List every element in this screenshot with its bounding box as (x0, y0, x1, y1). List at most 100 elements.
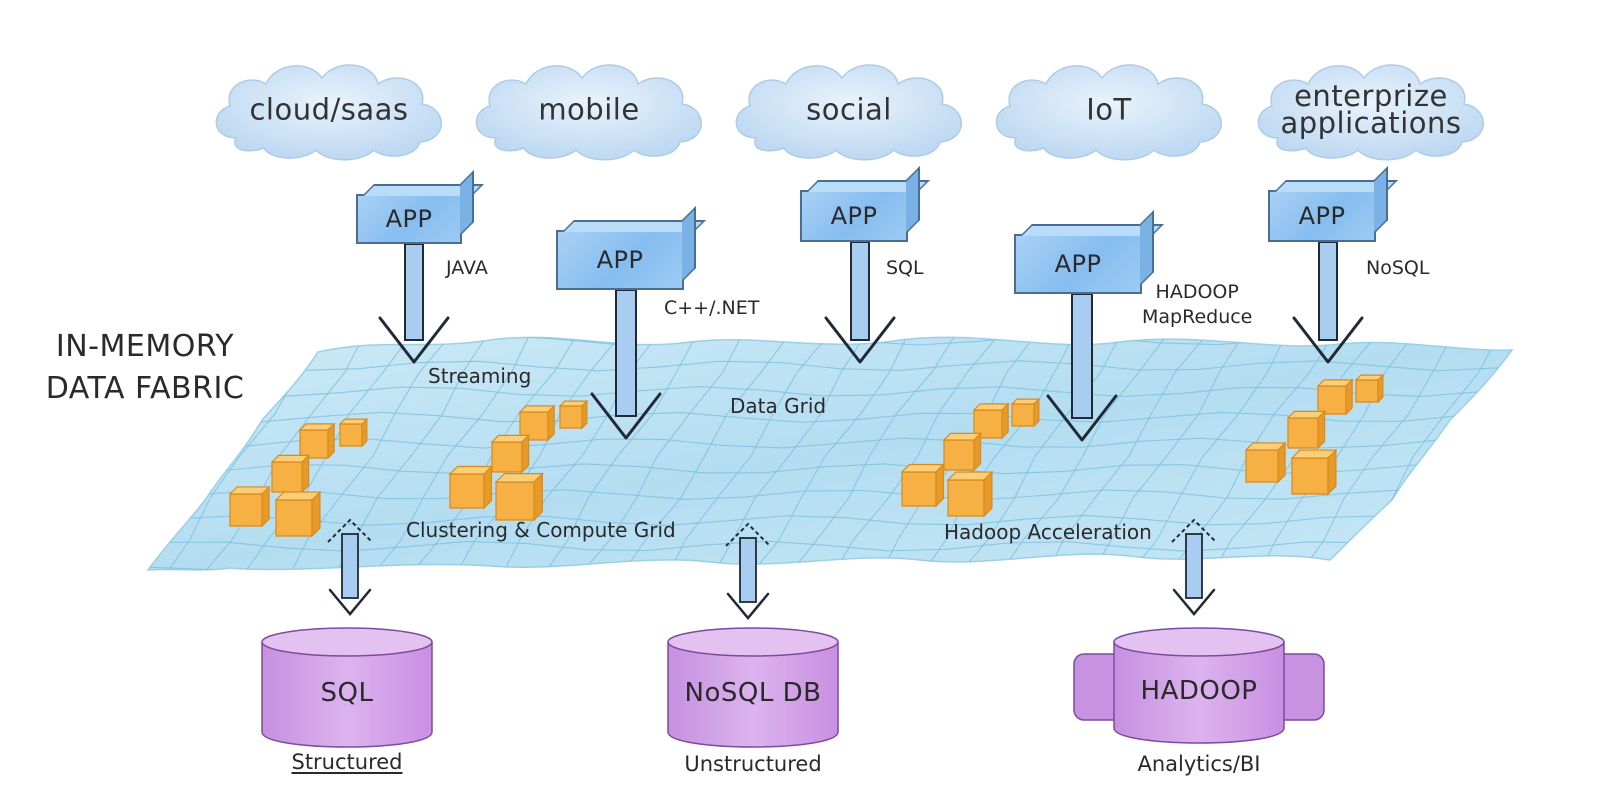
arrow-head-down (1172, 588, 1216, 616)
database-cylinder-icon (667, 627, 839, 748)
grid-line (1086, 337, 1250, 570)
node-cube-icon (972, 402, 1010, 440)
cube-face-side (1377, 373, 1384, 404)
node-cube-icon (1010, 397, 1041, 428)
grid-line (664, 337, 835, 570)
app-label: APP (1054, 250, 1102, 278)
cloud-label: cloud/saas (249, 92, 409, 127)
data-fabric-sheet (146, 336, 1514, 571)
cloud-saas: cloud/saas (206, 54, 452, 166)
cube-face-front (1011, 403, 1035, 427)
tech-label-sql: SQL (886, 257, 924, 279)
cylinder-body (1113, 642, 1285, 744)
tech-label-cpp: C++/.NET (664, 297, 760, 319)
cube-face-front (495, 481, 535, 521)
grid-line (297, 337, 1512, 346)
cloud-icon (1257, 64, 1484, 161)
node-cube-icon (338, 417, 369, 448)
arrow-head (378, 316, 450, 364)
grid-line (1122, 337, 1292, 570)
cloud-icon (995, 64, 1222, 161)
label-hadoop-acceleration: Hadoop Acceleration (944, 520, 1152, 544)
app-label: APP (830, 202, 878, 230)
arrow-shaft (1071, 293, 1093, 419)
cube-face-side (547, 404, 555, 442)
cube-face-side (311, 490, 321, 538)
cloud-icon (215, 64, 442, 161)
app-arrows (378, 241, 1364, 442)
node-cube-icon (1354, 373, 1385, 404)
cube-face-front (1287, 417, 1319, 449)
cylinder-top (261, 627, 433, 657)
grid-line (708, 337, 872, 570)
cube-face-side (983, 470, 993, 518)
down-arrow-icon (590, 289, 662, 440)
arrow-head (590, 392, 662, 440)
node-cube-icon (558, 399, 589, 430)
grid-line (951, 337, 1124, 570)
grid-line (993, 337, 1172, 570)
db-label-sql: SQL (320, 678, 374, 708)
grid-line (1293, 337, 1460, 570)
node-cube-icon (274, 490, 322, 538)
cube-face-side (935, 463, 945, 508)
cube-face-front (1245, 449, 1279, 483)
fabric-title-line2: DATA FABRIC (45, 371, 245, 406)
arrow-shaft (1318, 241, 1338, 341)
app-box-java: APP (356, 194, 462, 244)
node-cube-icon (1290, 448, 1338, 496)
tech-label-nosql: NoSQL (1366, 257, 1430, 279)
grid-line (1254, 337, 1418, 570)
cube-face-side (1277, 441, 1286, 484)
label-clustering: Clustering & Compute Grid (406, 518, 676, 542)
node-cube-icon (900, 463, 945, 508)
label-data-grid: Data Grid (730, 394, 827, 418)
app-box-cpp: APP (556, 230, 684, 290)
db-caption-unstructured: Unstructured (684, 752, 822, 776)
cube-face-front (271, 461, 303, 493)
tech-label-java: JAVA (446, 257, 488, 279)
bidirectional-arrow-icon (327, 518, 373, 616)
arrow-shaft (739, 537, 757, 603)
cube-face-side (361, 417, 368, 448)
grid-line (537, 337, 704, 570)
grid-line (237, 337, 416, 570)
app-label: APP (385, 205, 433, 233)
db-caption-analytics: Analytics/BI (1137, 752, 1261, 776)
cube-face-side (261, 485, 270, 528)
arrow-head (824, 316, 896, 364)
node-cube-icon (942, 431, 983, 472)
cube-face-front (559, 405, 583, 429)
app-label: APP (1298, 202, 1346, 230)
node-cube-icon (228, 485, 271, 528)
node-cube-icon (518, 404, 556, 442)
grid-line (278, 360, 1500, 372)
grid-line (915, 337, 1082, 570)
app-box-hadoop: APP (1014, 234, 1142, 294)
cube-face-side (1345, 378, 1353, 416)
bidirectional-arrow-icon (725, 522, 771, 620)
arrow-head-up (1171, 518, 1217, 543)
cube-face-side (973, 431, 982, 472)
cloud-mobile: mobile (466, 54, 712, 166)
grid-line (828, 337, 1004, 570)
cube-face-front (1291, 457, 1329, 495)
label-streaming: Streaming (428, 364, 532, 388)
cube-face-front (491, 441, 523, 473)
cloud-label: social (806, 92, 892, 127)
cloud-social: social (726, 54, 972, 166)
cloud-iot: IoT (986, 54, 1232, 166)
app-label: APP (596, 246, 644, 274)
cube-face-side (1001, 402, 1009, 440)
database-cylinder-icon (261, 627, 433, 748)
cube-face-front (229, 493, 263, 527)
cube-face-front (1355, 379, 1379, 403)
arrow-head (1292, 316, 1364, 364)
node-cube-icon (494, 472, 544, 522)
fabric-title-line1: IN-MEMORY (55, 329, 235, 364)
cloud-icon (475, 64, 702, 161)
arrow-shaft (341, 533, 359, 599)
cloud-label: mobile (538, 92, 640, 127)
